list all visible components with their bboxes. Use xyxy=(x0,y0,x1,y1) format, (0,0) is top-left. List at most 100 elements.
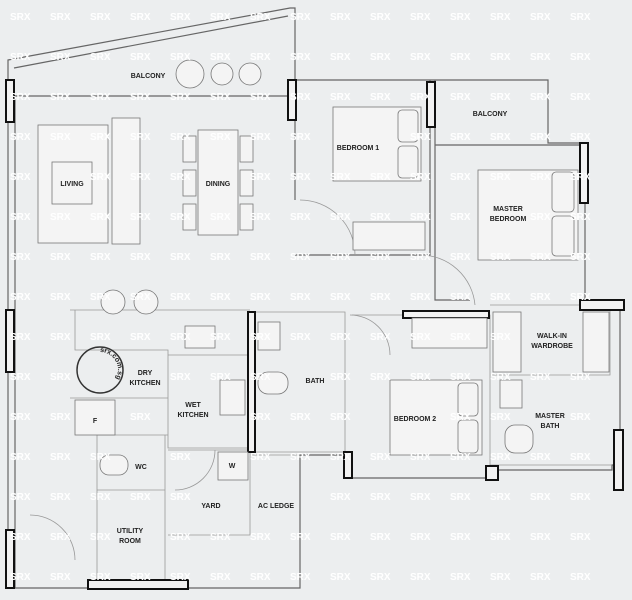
watermark-text: SRX xyxy=(210,52,231,63)
watermark-text: SRX xyxy=(170,12,191,23)
watermark-text: SRX xyxy=(210,252,231,263)
watermark-text: SRX xyxy=(570,572,591,583)
watermark-text: SRX xyxy=(410,492,431,503)
watermark-text: SRX xyxy=(370,492,391,503)
watermark-text: SRX xyxy=(490,252,511,263)
watermark-text: SRX xyxy=(490,132,511,143)
svg-text:KITCHEN: KITCHEN xyxy=(177,412,208,419)
watermark-text: SRX xyxy=(330,92,351,103)
watermark-text: SRX xyxy=(90,132,111,143)
watermark-text: SRX xyxy=(210,372,231,383)
label-wc: WC xyxy=(135,464,147,471)
watermark-text: SRX xyxy=(250,572,271,583)
label-wet-kitchen: WET xyxy=(185,402,201,409)
watermark-text: SRX xyxy=(50,252,71,263)
watermark-text: SRX xyxy=(130,212,151,223)
watermark-text: SRX xyxy=(450,52,471,63)
label-walkin: WALK-IN xyxy=(537,333,567,340)
sink xyxy=(184,325,216,349)
watermark-text: SRX xyxy=(490,452,511,463)
watermark-text: SRX xyxy=(450,412,471,423)
watermark-text: SRX xyxy=(330,292,351,303)
watermark-text: SRX xyxy=(450,372,471,383)
watermark-text: SRX xyxy=(410,532,431,543)
watermark-text: SRX xyxy=(130,92,151,103)
label-balcony: BALCONY xyxy=(131,73,166,80)
watermark-text: SRX xyxy=(250,292,271,303)
label-master-bath: MASTER xyxy=(535,413,565,420)
watermark-text: SRX xyxy=(250,212,271,223)
label-utility-room: UTILITY xyxy=(117,528,144,535)
watermark-text: SRX xyxy=(370,92,391,103)
watermark-text: SRX xyxy=(170,92,191,103)
watermark-text: SRX xyxy=(570,492,591,503)
watermark-text: SRX xyxy=(90,252,111,263)
watermark-text: SRX xyxy=(50,12,71,23)
sofa xyxy=(111,117,141,245)
svg-text:WARDROBE: WARDROBE xyxy=(531,343,573,350)
watermark-text: SRX xyxy=(250,252,271,263)
watermark-text: SRX xyxy=(570,452,591,463)
watermark-text: SRX xyxy=(250,12,271,23)
watermark-text: SRX xyxy=(290,572,311,583)
watermark-text: SRX xyxy=(530,532,551,543)
label-fridge: F xyxy=(93,418,98,425)
watermark-text: SRX xyxy=(410,572,431,583)
watermark-text: SRX xyxy=(130,12,151,23)
watermark-text: SRX xyxy=(370,292,391,303)
watermark-text: SRX xyxy=(330,412,351,423)
coffee-table xyxy=(51,161,93,205)
watermark-text: SRX xyxy=(410,132,431,143)
watermark-text: SRX xyxy=(450,212,471,223)
label-master-bedroom: MASTER xyxy=(493,206,523,213)
watermark-text: SRX xyxy=(450,292,471,303)
watermark-text: SRX xyxy=(330,12,351,23)
watermark-text: SRX xyxy=(250,52,271,63)
watermark-text: SRX xyxy=(290,12,311,23)
watermark-text: SRX xyxy=(90,292,111,303)
watermark-text: SRX xyxy=(50,572,71,583)
watermark-text: SRX xyxy=(50,132,71,143)
watermark-text: SRX xyxy=(290,252,311,263)
watermark-text: SRX xyxy=(490,572,511,583)
watermark-text: SRX xyxy=(410,92,431,103)
watermark-text: SRX xyxy=(530,452,551,463)
watermark-text: SRX xyxy=(330,452,351,463)
wardrobe-bedroom1 xyxy=(352,221,426,251)
svg-text:BATH: BATH xyxy=(541,423,560,430)
watermark-text: SRX xyxy=(250,92,271,103)
watermark-text: SRX xyxy=(50,532,71,543)
watermark-text: SRX xyxy=(250,532,271,543)
watermark-text: SRX xyxy=(530,52,551,63)
watermark-text: SRX xyxy=(170,292,191,303)
watermark-text: SRX xyxy=(50,412,71,423)
watermark-text: SRX xyxy=(210,572,231,583)
watermark-text: SRX xyxy=(570,12,591,23)
watermark-text: SRX xyxy=(370,332,391,343)
watermark-text: SRX xyxy=(290,172,311,183)
watermark-text: SRX xyxy=(490,492,511,503)
watermark-text: SRX xyxy=(170,212,191,223)
watermark-text: SRX xyxy=(50,92,71,103)
watermark-text: SRX xyxy=(130,572,151,583)
watermark-text: SRX xyxy=(170,172,191,183)
label-dry-kitchen: DRY xyxy=(138,370,153,377)
watermark-text: SRX xyxy=(410,292,431,303)
watermark-text: SRX xyxy=(450,532,471,543)
watermark-text: SRX xyxy=(10,252,31,263)
watermark-text: SRX xyxy=(570,52,591,63)
watermark-text: SRX xyxy=(570,412,591,423)
watermark-text: SRX xyxy=(10,452,31,463)
watermark-text: SRX xyxy=(530,12,551,23)
label-dining: DINING xyxy=(206,181,231,188)
watermark-text: SRX xyxy=(490,172,511,183)
dining-table xyxy=(197,129,239,236)
watermark-text: SRX xyxy=(290,212,311,223)
watermark-text: SRX xyxy=(210,12,231,23)
watermark-text: SRX xyxy=(370,52,391,63)
watermark-text: SRX xyxy=(290,532,311,543)
watermark-text: SRX xyxy=(410,52,431,63)
watermark-text: SRX xyxy=(530,212,551,223)
watermark-text: SRX xyxy=(130,52,151,63)
